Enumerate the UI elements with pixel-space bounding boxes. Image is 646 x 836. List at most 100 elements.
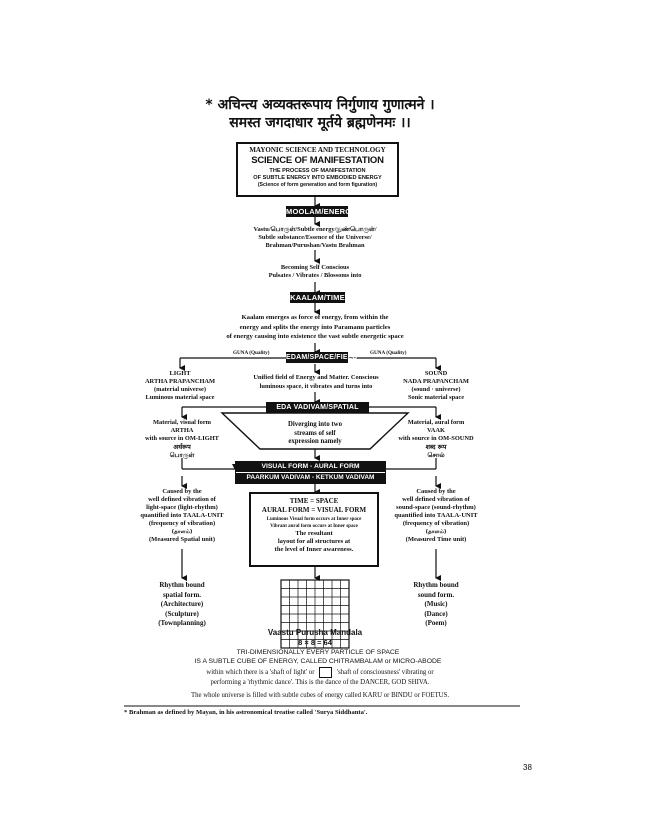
- kaalam-line-1: Kaalam emerges as force of energy, from …: [241, 314, 389, 321]
- light-rhythm-column: Caused by the well defined vibration of …: [130, 488, 234, 544]
- porul-tamil: பொருள்: [169, 451, 195, 459]
- light-vibration: well defined vibration of: [148, 496, 216, 503]
- moolam-line-5: Pulsates / Vibrates / Blossoms into: [268, 272, 362, 279]
- diverging-line-2: streams of self: [294, 429, 336, 437]
- bottom-line-3a: within which there is a 'shaft of light'…: [206, 669, 315, 677]
- edam-center-line-2: luminous space, it vibrates and turns in…: [259, 382, 373, 390]
- page-number: 38: [523, 763, 532, 772]
- resultant-text: The resultant: [295, 530, 333, 537]
- visual-aural-line-1: VISUAL FORM - AURAL FORM: [261, 463, 360, 470]
- diverging-trapezoid: [220, 412, 410, 450]
- title-main: SCIENCE OF MANIFESTATION: [251, 155, 384, 166]
- title-sub-2: OF SUBTLE ENERGY INTO EMBODIED ENERGY: [253, 175, 382, 181]
- om-light-label: with source in OM-LIGHT: [145, 435, 219, 442]
- material-visual-form: Material, visual form: [152, 419, 212, 426]
- sound-taalam-tamil: (தாளம்): [425, 529, 447, 535]
- title-heading: MAYONIC SCIENCE AND TECHNOLOGY: [249, 146, 386, 154]
- dance-label: (Dance): [424, 609, 448, 618]
- sound-rhythm-column: Caused by the well defined vibration of …: [384, 488, 488, 544]
- music-label: (Music): [424, 600, 448, 608]
- architecture-label: (Architecture): [160, 600, 204, 608]
- eda-vadivam-bar: EDA VADIVAM/SPATIAL FORM: [266, 402, 369, 422]
- moolam-line-4: Becoming Self Conscious: [280, 264, 350, 271]
- poem-label: (Poem): [425, 619, 447, 627]
- luminous-material-space-label: Luminous material space: [145, 394, 215, 401]
- moolam-line-3: Brahman/Purushan/Vastu Brahman: [265, 242, 365, 249]
- light-frequency: (frequency of vibration): [148, 520, 216, 527]
- sound-space: sound-space (sound-rhythm): [396, 504, 476, 511]
- sound-caused-by: Caused by the: [416, 488, 456, 495]
- spatial-form-outcome: Rhythm bound spatial form. (Architecture…: [142, 581, 222, 629]
- kaalam-description: Kaalam emerges as force of energy, from …: [190, 313, 440, 342]
- light-space: light-space (light-rhythm): [146, 504, 218, 511]
- light-label: LIGHT: [169, 370, 191, 377]
- edam-center-text: Unified field of Energy and Matter. Cons…: [237, 374, 395, 391]
- shaft-of-consciousness-icon: [319, 667, 333, 678]
- artharupa-devanagari: अर्थरूप: [173, 443, 191, 451]
- sonic-material-space-label: Sonic material space: [407, 394, 465, 401]
- shabdarupa-devanagari: शब्द रूप: [425, 443, 447, 451]
- sound-label: SOUND: [424, 370, 448, 377]
- moolam-energy-bar: MOOLAM/ENERGY: [286, 206, 357, 217]
- vaastu-purusha-mandala-grid: [280, 579, 350, 649]
- title-box: MAYONIC SCIENCE AND TECHNOLOGY SCIENCE O…: [236, 142, 399, 197]
- diverging-line-1: Diverging into two: [288, 421, 342, 428]
- kaalam-line-3: of energy causing into existence the vas…: [226, 333, 404, 340]
- invocation-line-2: समस्त जगदाधार मूर्तये ब्रह्मणेनमः ।।: [229, 115, 411, 131]
- sound-form-outcome: Rhythm bound sound form. (Music) (Dance)…: [396, 581, 476, 629]
- light-caused-by: Caused by the: [162, 488, 202, 495]
- self-conscious-text: Becoming Self Conscious Pulsates / Vibra…: [215, 264, 415, 280]
- vibrant-aural-text: Vibrant aural form occurs at Inner space: [270, 524, 358, 529]
- light-branch: LIGHT ARTHA PRAPANCHAM (material univers…: [130, 370, 230, 402]
- sound-branch: SOUND NADA PRAPANCHAM (sound · universe)…: [386, 370, 486, 402]
- sol-tamil: சொல்: [427, 451, 445, 459]
- bottom-line-4: performing a 'rhythmic dance'. This is t…: [210, 679, 430, 687]
- guna-right-label: GUNA (Quality): [370, 350, 407, 356]
- bottom-line-1: TRI-DIMENSIONALLY EVERY PARTICLE OF SPAC…: [236, 649, 400, 656]
- sound-taala-unit: quantified into TAALA-UNIT: [394, 512, 478, 519]
- time-space-box: TIME = SPACE AURAL FORM = VISUAL FORM Lu…: [249, 492, 379, 567]
- moolam-line-1: Vastu/பொருள்/Subtle energy/நுண்பொருள்/: [253, 226, 377, 233]
- sound-universe-label: (sound · universe): [411, 386, 461, 393]
- sculpture-label: (Sculpture): [165, 609, 199, 618]
- visual-aural-form-block: VISUAL FORM - AURAL FORM PAARKUM VADIVAM…: [235, 461, 386, 484]
- title-sub-3: (Science of form generation and form fig…: [257, 182, 378, 188]
- om-sound-label: with source in OM-SOUND: [398, 435, 474, 442]
- edam-center-line-1: Unified field of Energy and Matter. Cons…: [253, 374, 379, 381]
- moolam-line-2: Subtle substance/Essence of the Universe…: [258, 234, 372, 241]
- bottom-line-3b: 'shaft of consciousness' vibrating or: [336, 669, 434, 677]
- rhythm-bound-right: Rhythm bound: [413, 581, 459, 589]
- time-equals-space: TIME = SPACE: [289, 497, 339, 505]
- inner-awareness-text: the level of Inner awareness.: [274, 546, 354, 553]
- guna-left-label: GUNA (Quality): [233, 350, 270, 356]
- sound-form-label: sound form.: [417, 590, 455, 599]
- mandala-label: Vaastu Purusha Mandala: [267, 628, 363, 637]
- sound-frequency: (frequency of vibration): [402, 520, 470, 527]
- layout-text: layout for all structures at: [277, 538, 351, 545]
- aural-form-branch: Material, aural form VAAK with source in…: [381, 419, 491, 459]
- rhythm-bound-left: Rhythm bound: [159, 581, 205, 589]
- invocation-line-1: * अचिन्त्य अव्यक्तरूपाय निर्गुणाय गुणात्…: [205, 97, 435, 113]
- sanskrit-invocation: * अचिन्त्य अव्यक्तरूपाय निर्गुणाय गुणात्…: [150, 96, 490, 132]
- sound-vibration: well defined vibration of: [402, 496, 470, 503]
- moolam-description: Vastu/பொருள்/Subtle energy/நுண்பொருள்/ S…: [215, 226, 415, 250]
- artha-label: ARTHA: [170, 427, 194, 434]
- vaak-label: VAAK: [427, 427, 445, 434]
- shaft-of-light-text: within which there is a 'shaft of light'…: [170, 667, 470, 688]
- mandala-formula: 8 × 8 = 64: [298, 638, 332, 647]
- whole-universe-text: The whole universe is filled with subtle…: [190, 692, 450, 699]
- measured-spatial-unit: (Measured Spatial unit): [149, 536, 215, 543]
- bottom-line-2: IS A SUBTLE CUBE OF ENERGY, CALLED CHITR…: [194, 657, 442, 665]
- townplanning-label: (Townplanning): [158, 619, 206, 627]
- spatial-form-label: spatial form.: [162, 590, 202, 599]
- footnote: * Brahman as defined by Mayan, in his as…: [124, 709, 368, 716]
- kaalam-time-bar: KAALAM/TIME: [290, 292, 345, 303]
- visual-form-branch: Material, visual form ARTHA with source …: [127, 419, 237, 459]
- diverging-line-3: expression namely: [288, 438, 342, 445]
- light-taala-unit: quantified into TAALA-UNIT: [140, 512, 224, 519]
- luminous-visual-text: Luminous Visual form occurs at Inner spa…: [266, 517, 362, 522]
- artha-prapancham-label: ARTHA PRAPANCHAM: [144, 378, 216, 385]
- diverging-text: Diverging into two streams of self expre…: [272, 421, 358, 447]
- visual-aural-line-2: PAARKUM VADIVAM - KETKUM VADIVAM: [236, 472, 385, 483]
